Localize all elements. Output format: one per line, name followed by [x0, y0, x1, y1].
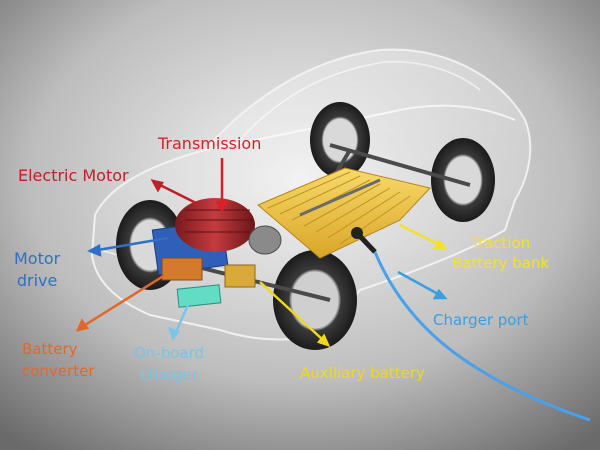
arrow-auxiliary-battery	[259, 281, 324, 341]
rear-right-wheel	[431, 138, 495, 222]
arrow-motor-drive	[97, 236, 169, 252]
pointer-arrows	[75, 158, 448, 348]
arrow-charger-port	[397, 270, 439, 296]
front-right-wheel	[273, 250, 357, 350]
auxiliary-battery-unit	[224, 264, 256, 288]
arrow-on-board-charger	[174, 304, 190, 333]
transmission-unit	[248, 225, 282, 255]
charger-plug-and-cable	[351, 227, 591, 422]
label-traction-battery-line2: Battery bank	[452, 254, 550, 272]
label-battery-converter-line2: converter	[22, 362, 95, 380]
label-charger-port: Charger port	[433, 311, 529, 329]
battery-converter-unit	[161, 257, 203, 281]
label-on-board-charger: On-board charger	[134, 342, 204, 386]
label-battery-converter-line1: Battery	[22, 340, 78, 358]
label-on-board-charger-line1: On-board	[134, 344, 205, 362]
arrow-battery-converter	[84, 273, 166, 327]
on-board-charger-unit	[176, 284, 222, 308]
label-battery-converter: Battery converter	[22, 338, 94, 382]
label-electric-motor: Electric Motor	[18, 166, 129, 185]
label-motor-drive-line2: drive	[16, 271, 58, 290]
traction-battery-pack	[257, 167, 431, 259]
label-traction-battery: Traction Battery bank	[452, 233, 549, 273]
rear-left-wheel	[310, 102, 370, 178]
electric-motor-unit	[175, 198, 255, 252]
label-traction-battery-line1: Traction	[470, 234, 531, 252]
arrow-traction-battery	[399, 223, 439, 246]
label-on-board-charger-line2: charger	[140, 366, 198, 384]
arrow-electric-motor	[159, 183, 201, 207]
label-motor-drive: Motor drive	[14, 248, 60, 292]
label-transmission: Transmission	[158, 134, 262, 153]
label-auxiliary-battery: Auxiliary battery	[300, 364, 425, 382]
label-motor-drive-line1: Motor	[14, 249, 61, 268]
